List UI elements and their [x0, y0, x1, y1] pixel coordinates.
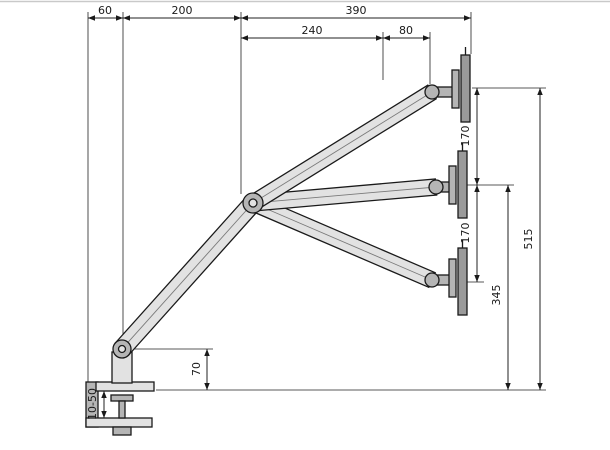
- dim-label-10-50: 10-50: [86, 388, 99, 420]
- lower-arm: [114, 197, 260, 356]
- dim-label-80: 80: [399, 24, 413, 37]
- dim-row-top: 60 200 390: [88, 4, 471, 21]
- monitor-level-position: [428, 143, 468, 219]
- dim-label-515: 515: [522, 229, 535, 250]
- dim-label-240: 240: [302, 24, 323, 37]
- vesa-plate: [451, 69, 460, 109]
- base-pivot-axle: [117, 344, 127, 354]
- desk-clamp: [85, 351, 155, 436]
- dim-label-200: 200: [172, 4, 193, 17]
- clamp-screw-knob: [112, 426, 132, 436]
- dim-column-right: 170 170 345 515: [459, 88, 543, 390]
- clamp-screw-stem: [118, 400, 126, 419]
- lower-arm-gas-spring: [121, 203, 253, 350]
- dim-label-70: 70: [190, 362, 203, 376]
- monitor-screen: [460, 54, 471, 123]
- monitor-screen: [457, 150, 468, 219]
- dim-label-390: 390: [346, 4, 367, 17]
- forearm-level-gas-spring: [252, 186, 437, 204]
- monitor-screen: [457, 247, 468, 316]
- elbow-axle: [248, 198, 258, 208]
- forearm-raised-gas-spring: [252, 91, 433, 204]
- monitor-raised-position: [424, 47, 471, 123]
- dim-bottom-left: 70 10-50: [86, 349, 210, 420]
- forearm-lowered-gas-spring: [252, 202, 433, 281]
- dim-label-345: 345: [490, 285, 503, 306]
- vesa-plate: [448, 258, 457, 298]
- dim-label-60: 60: [98, 4, 112, 17]
- dim-label-170-upper: 170: [459, 126, 472, 147]
- wrist-joint: [424, 272, 440, 288]
- dim-row-second: 240 80: [241, 24, 430, 41]
- dim-label-170-lower: 170: [459, 223, 472, 244]
- vesa-plate: [448, 165, 457, 205]
- monitor-lowered-position: [424, 240, 468, 316]
- clamp-screw-pad: [110, 394, 134, 402]
- wrist-joint: [424, 84, 440, 100]
- wrist-joint: [428, 179, 444, 195]
